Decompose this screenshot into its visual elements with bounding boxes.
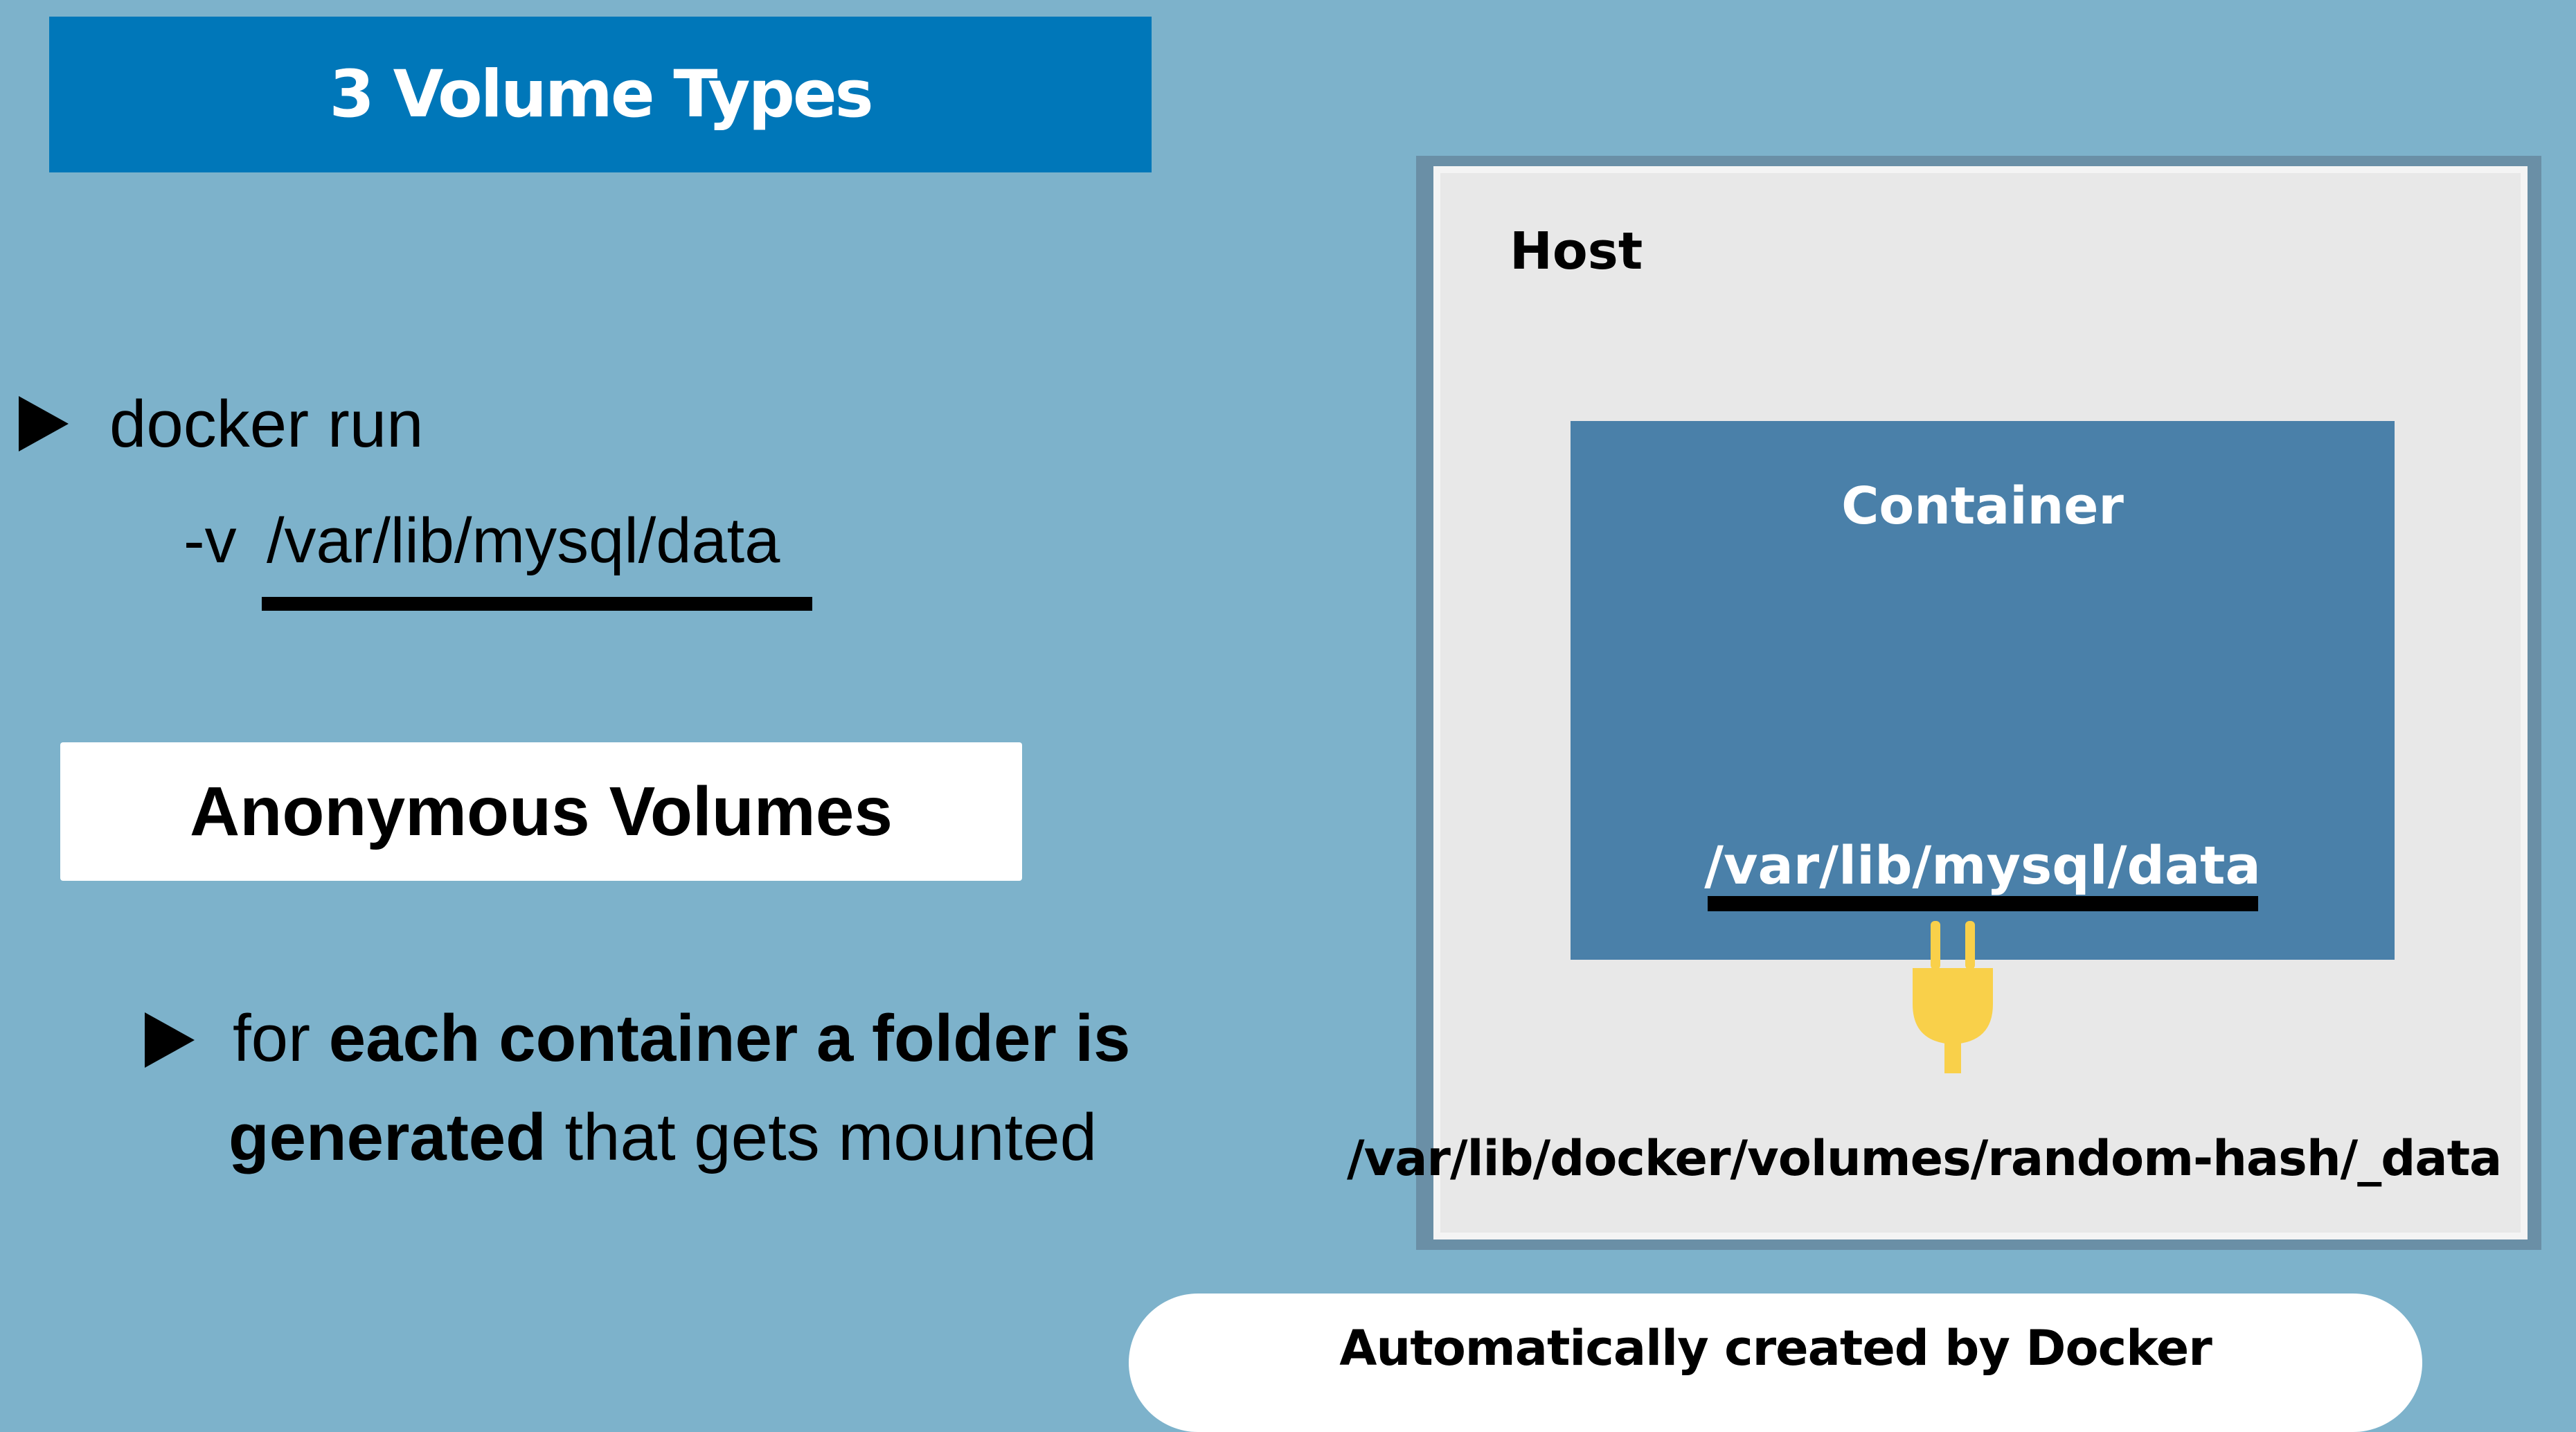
slide-title: 3 Volume Types	[329, 57, 873, 132]
command-line: docker run	[109, 387, 424, 461]
host-label: Host	[1510, 222, 1643, 281]
title-banner: 3 Volume Types	[49, 17, 1152, 172]
command-path: /var/lib/mysql/data	[267, 505, 780, 576]
container-box	[1571, 421, 2395, 960]
container-path: /var/lib/mysql/data	[1704, 834, 2261, 896]
container-path-underline	[1708, 896, 2258, 911]
description-line-2: generated that gets mounted	[229, 1100, 1097, 1174]
bullet-arrow-icon	[19, 396, 69, 451]
host-volume-path: /var/lib/docker/volumes/random-hash/_dat…	[1347, 1130, 2502, 1187]
container-label: Container	[1841, 476, 2124, 536]
command-path-underline	[262, 597, 812, 611]
bullet-arrow-icon	[145, 1012, 195, 1068]
command-option: -v	[184, 505, 237, 576]
footer-label: Automatically created by Docker	[1339, 1320, 2212, 1377]
plug-icon	[1913, 921, 1993, 1073]
volume-type-box: Anonymous Volumes	[60, 742, 1022, 881]
description-line-1: for each container a folder is	[233, 1001, 1131, 1075]
volume-type-label: Anonymous Volumes	[190, 772, 893, 850]
